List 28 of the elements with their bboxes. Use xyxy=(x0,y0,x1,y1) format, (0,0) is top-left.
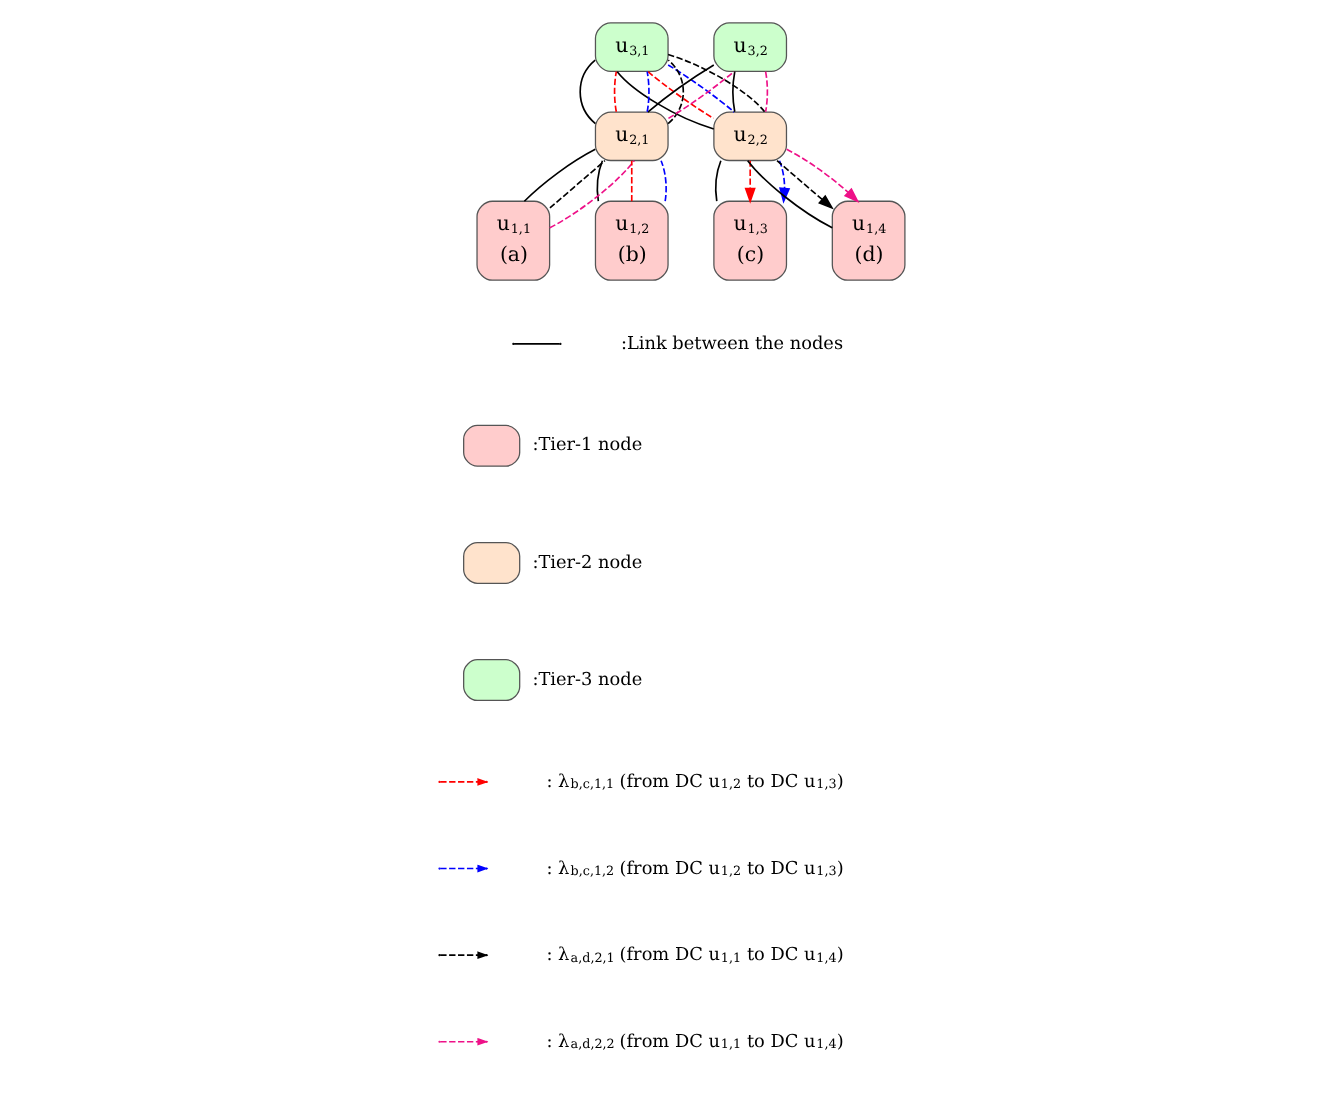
connector xyxy=(523,148,597,203)
connector xyxy=(667,59,685,125)
legend-label: :Tier-2 node xyxy=(532,553,643,574)
connector xyxy=(579,59,597,125)
connector xyxy=(549,159,606,209)
arrow xyxy=(785,148,860,203)
legend-label: :Tier-1 node xyxy=(532,436,643,457)
connector xyxy=(667,53,766,113)
arrow xyxy=(776,159,834,210)
legend-label: :Tier-3 node xyxy=(532,670,643,691)
connector xyxy=(646,64,715,113)
connector xyxy=(667,64,735,113)
connector xyxy=(616,70,715,130)
connector xyxy=(613,70,618,113)
connector xyxy=(596,159,604,203)
connector xyxy=(764,70,769,113)
legend-label: :Link between the nodes xyxy=(620,334,844,355)
arrow xyxy=(744,159,756,204)
connector xyxy=(548,159,636,229)
connector xyxy=(647,70,715,120)
connector xyxy=(646,70,650,113)
arrow xyxy=(778,159,791,204)
connector xyxy=(667,70,735,120)
connector xyxy=(660,159,667,203)
connector xyxy=(630,159,633,203)
connector xyxy=(746,159,834,229)
connector xyxy=(732,70,736,113)
connector xyxy=(714,159,722,203)
